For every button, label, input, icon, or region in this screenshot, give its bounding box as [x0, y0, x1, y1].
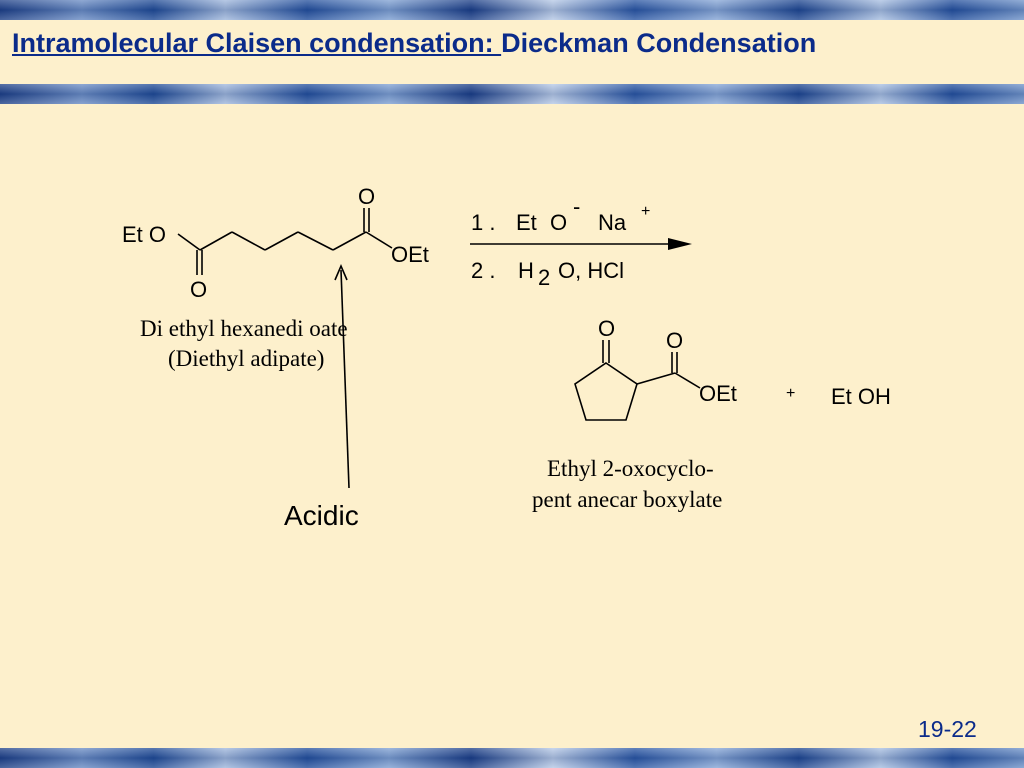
- reactant-bond: [199, 231, 233, 251]
- product-o-ketone-label: O: [598, 316, 615, 341]
- condition-step1-minus: -: [573, 194, 580, 219]
- slide-title: Intramolecular Claisen condensation: Die…: [12, 28, 816, 59]
- title-second-part: Dieckman Condensation: [501, 28, 817, 58]
- condition-step1-o: O: [550, 210, 567, 235]
- reactant-name-line2: (Diethyl adipate): [168, 346, 324, 371]
- product-name-line2: pent anecar boxylate: [532, 487, 722, 512]
- reactant-o-top-label: O: [358, 184, 375, 209]
- reaction-arrow-head: [668, 238, 692, 250]
- title-underline-band: [0, 84, 1024, 104]
- reactant-bond: [231, 231, 266, 251]
- reactant-oet-label: OEt: [391, 242, 429, 267]
- acidic-label: Acidic: [284, 500, 359, 531]
- condition-step2-h: H: [518, 258, 534, 283]
- reactant-o-bottom-label: O: [190, 277, 207, 302]
- condition-step1-na: Na: [598, 210, 627, 235]
- product-bond: [636, 372, 676, 385]
- product-plus-sign: +: [786, 385, 795, 402]
- acidic-pointer-head: [334, 263, 348, 281]
- bottom-decorative-band: [0, 748, 1024, 768]
- product-structure: [574, 340, 701, 421]
- reactant-bond: [297, 231, 334, 251]
- condition-step1-et: Et: [516, 210, 537, 235]
- condition-step2-rest: O, HCl: [558, 258, 624, 283]
- condition-step1-number: 1 .: [471, 210, 495, 235]
- condition-step2-number: 2 .: [471, 258, 495, 283]
- product-ring: [574, 362, 638, 421]
- acidic-pointer-line: [340, 269, 350, 489]
- reactant-bond: [177, 233, 201, 251]
- title-underlined-part: Intramolecular Claisen condensation:: [12, 28, 502, 58]
- product-o-ester-label: O: [666, 328, 683, 353]
- byproduct-etoh-label: Et OH: [831, 384, 891, 409]
- slide-number: 19-22: [918, 716, 977, 742]
- product-name-line1: Ethyl 2-oxocyclo-: [547, 456, 714, 481]
- condition-step2-subscript: 2: [538, 265, 550, 290]
- reactant-structure: [177, 208, 393, 275]
- reactant-bond: [332, 231, 367, 251]
- top-decorative-band: [0, 0, 1024, 20]
- reactant-name-line1: Di ethyl hexanedi oate: [140, 316, 348, 341]
- condition-step1-plus: +: [641, 203, 650, 220]
- reactant-bond: [264, 231, 299, 251]
- reactant-bond: [365, 231, 393, 249]
- reactant-eto-label: Et O: [122, 222, 166, 247]
- product-oet-label: OEt: [699, 381, 737, 406]
- product-bond: [674, 372, 701, 389]
